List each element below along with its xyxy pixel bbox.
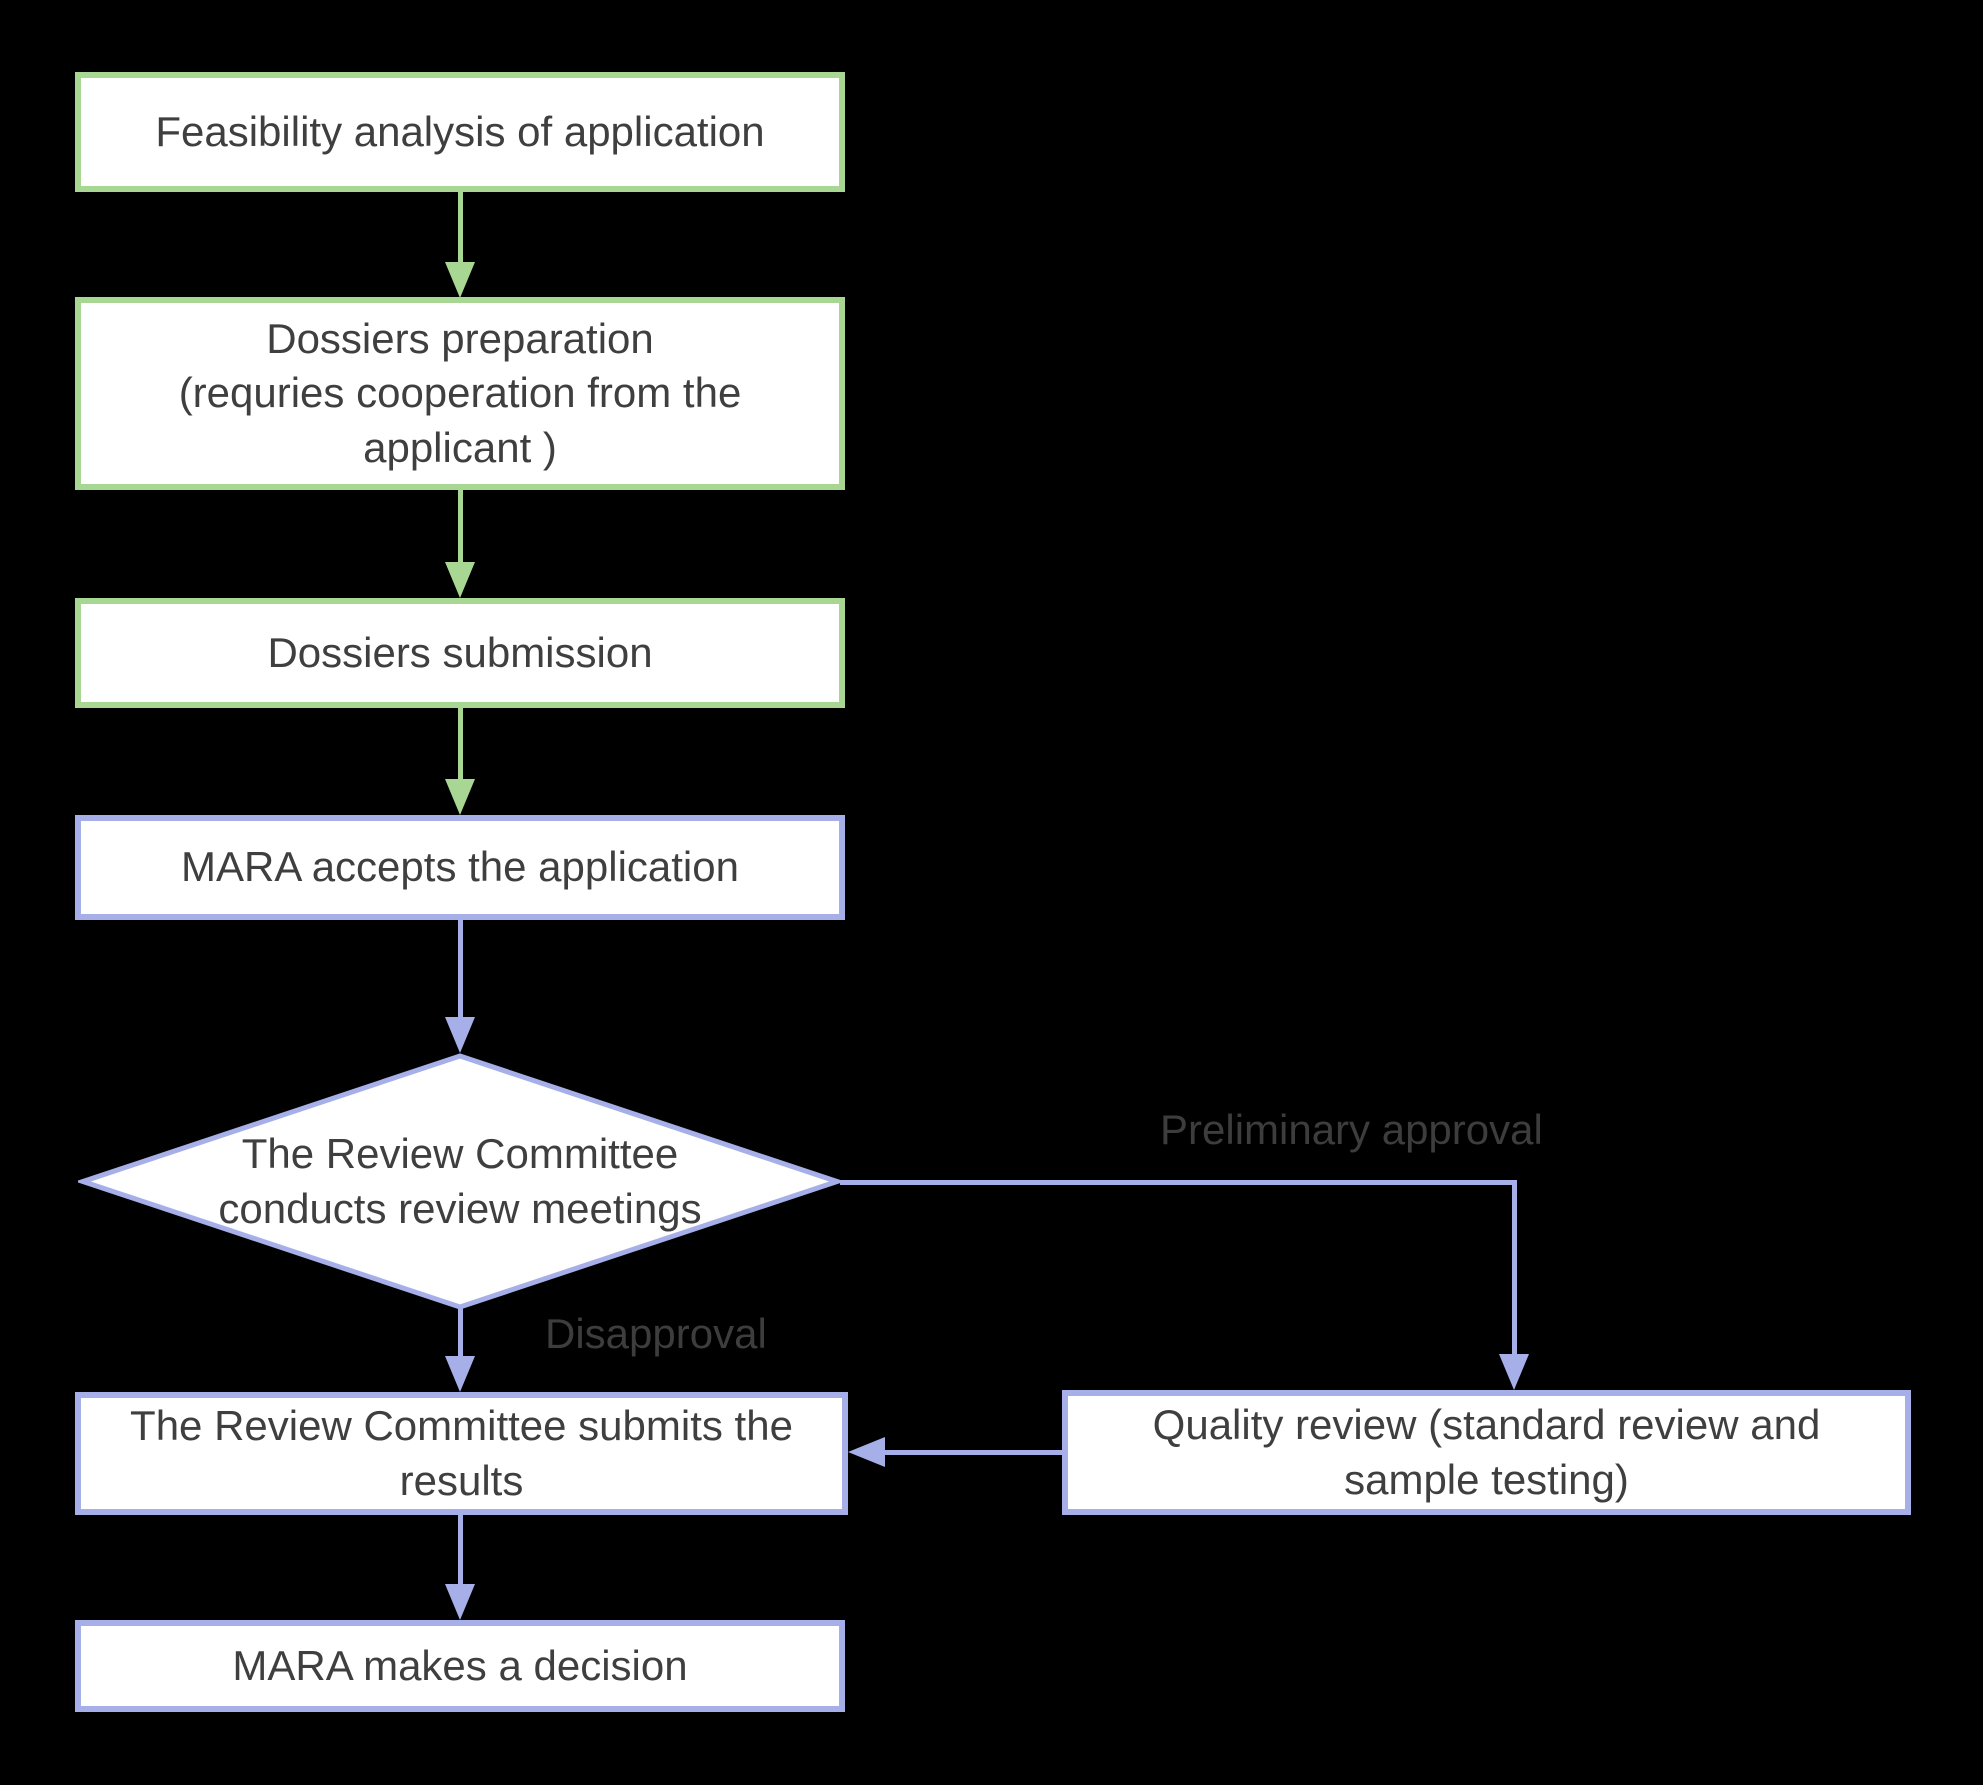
arrowhead-down-icon: [445, 1584, 475, 1620]
arrow-stem: [458, 1515, 463, 1584]
connector-vertical-stem: [1512, 1180, 1517, 1354]
arrow-stem: [882, 1450, 1062, 1455]
node-mara-decision: MARA makes a decision: [75, 1620, 845, 1712]
node-label: MARA accepts the application: [181, 843, 739, 891]
arrowhead-down-icon: [445, 262, 475, 298]
arrow-stem: [458, 708, 463, 779]
node-label: MARA makes a decision: [232, 1641, 688, 1689]
arrow-stem: [458, 920, 463, 1017]
arrowhead-down-icon: [445, 562, 475, 598]
arrowhead-down-icon: [445, 1356, 475, 1392]
node-mara-accepts-application: MARA accepts the application: [75, 815, 845, 920]
node-label: Feasibility analysis of application: [155, 107, 765, 155]
node-label: Dossiers preparation (requries cooperati…: [178, 314, 742, 471]
connector-horizontal-stem: [840, 1180, 1517, 1185]
node-label: The Review Committee conducts review mee…: [218, 1129, 702, 1232]
edge-label-preliminary-approval: Preliminary approval: [1160, 1106, 1543, 1153]
arrowhead-down-icon: [445, 1017, 475, 1053]
arrow-stem: [458, 192, 463, 262]
decision-review-committee-meetings: The Review Committee conducts review mee…: [78, 1053, 842, 1310]
node-dossiers-preparation: Dossiers preparation (requries cooperati…: [75, 297, 845, 490]
arrowhead-left-icon: [848, 1437, 885, 1467]
node-label: Dossiers submission: [267, 628, 653, 676]
node-review-committee-results: The Review Committee submits the results: [75, 1392, 848, 1515]
edge-label-disapproval: Disapproval: [545, 1310, 767, 1357]
diamond-shape: [78, 1053, 842, 1310]
node-quality-review: Quality review (standard review and samp…: [1062, 1390, 1911, 1515]
node-dossiers-submission: Dossiers submission: [75, 598, 845, 708]
node-label: Quality review (standard review and samp…: [1152, 1400, 1821, 1503]
diamond-outline: [78, 1053, 842, 1310]
node-label: The Review Committee submits the results: [130, 1401, 793, 1504]
arrow-stem: [458, 490, 463, 562]
arrowhead-down-icon: [445, 779, 475, 815]
arrow-stem: [458, 1308, 463, 1356]
node-feasibility-analysis: Feasibility analysis of application: [75, 72, 845, 192]
arrowhead-down-icon: [1499, 1354, 1529, 1390]
